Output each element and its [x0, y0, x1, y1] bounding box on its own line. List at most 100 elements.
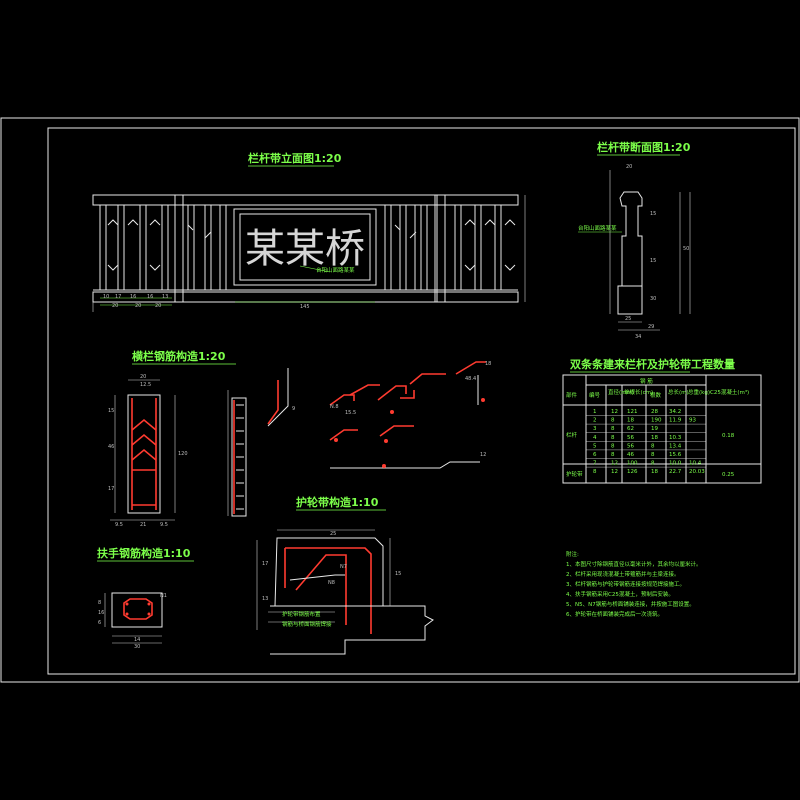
table-cell: 11.9 [669, 418, 682, 424]
plaque-label: 台阳山面路某某 [316, 266, 355, 274]
note-line-3: 3、栏杆钢筋与护轮带钢筋连接按规范焊接施工。 [566, 580, 685, 588]
table-cell: 18 [651, 469, 658, 475]
table-cell: 12 [611, 461, 618, 467]
svg-text:46: 46 [108, 444, 114, 450]
table-cell: 126 [627, 469, 638, 475]
table-header-group: 钢 筋 [640, 377, 653, 385]
table-cell: 8 [651, 461, 655, 467]
table-cell: 7 [593, 461, 597, 467]
notes-block: 附注: 1、本图尺寸除钢筋直径以毫米计外，其余均以厘米计。 2、栏杆采用现浇混凝… [566, 550, 702, 618]
svg-text:15: 15 [395, 571, 401, 577]
svg-text:N.8: N.8 [330, 404, 339, 410]
svg-text:护轮带钢筋布置: 护轮带钢筋布置 [282, 610, 321, 618]
table-cell: 8 [611, 426, 615, 432]
elev-dim-6: 20 [112, 303, 118, 309]
table-cell: 56 [627, 435, 634, 441]
svg-text:钢筋与桥面钢筋焊接: 钢筋与桥面钢筋焊接 [282, 620, 332, 628]
svg-text:15: 15 [108, 408, 114, 414]
table-cell: 8 [611, 443, 615, 449]
table-cell: 8 [651, 452, 655, 458]
table-cell: 56 [627, 443, 634, 449]
bridge-name-text: 某某桥 [245, 226, 365, 272]
elev-dim-2: 17 [115, 294, 121, 300]
handrail-rebar-title: 扶手钢筋构造1:10 [97, 546, 191, 560]
table-cell: 10.4 [689, 461, 702, 467]
note-line-5: 5、N5、N7钢筋与桥面铺装连接，并按施工图设置。 [566, 600, 695, 608]
sec-dim-1: 20 [626, 164, 632, 170]
baluster-rebar-title: 横栏钢筋构造1:20 [132, 349, 226, 363]
table-cell: 10.0 [669, 461, 682, 467]
table-cell: 1 [593, 409, 597, 415]
svg-text:12.5: 12.5 [140, 382, 151, 388]
svg-text:9.5: 9.5 [160, 522, 168, 528]
table-cell: 13.4 [669, 443, 682, 449]
svg-text:15.5: 15.5 [345, 410, 356, 416]
table-cell: 46 [627, 452, 634, 458]
table-col-total: 总长(m) [668, 388, 689, 396]
sec-dim-4: 15 [650, 258, 656, 264]
table-cell: 6 [593, 452, 597, 458]
table-group-b: 护轮带 [566, 470, 583, 478]
elevation-title: 栏杆带立面图1:20 [248, 151, 342, 165]
svg-text:25: 25 [330, 531, 336, 537]
table-concrete-b: 0.25 [722, 472, 735, 478]
sheet-inner-border [47, 127, 796, 675]
table-cell: 100 [627, 461, 638, 467]
table-cell: 19 [651, 426, 658, 432]
sec-dim-2: 50 [683, 246, 689, 252]
svg-text:18: 18 [485, 361, 491, 367]
table-cell: 18 [627, 418, 634, 424]
table-col-len: 单根长(cm) [624, 388, 653, 396]
table-cell: 8 [611, 418, 615, 424]
table-cell: 15.6 [669, 452, 682, 458]
table-col-no: 编号 [589, 391, 601, 399]
table-cell: 190 [651, 418, 662, 424]
elev-dim-3: 16 [130, 294, 136, 300]
table-cell: 8 [651, 443, 655, 449]
table-cell: 93 [689, 418, 696, 424]
svg-text:N8: N8 [328, 580, 335, 586]
svg-text:120: 120 [178, 451, 188, 457]
elev-dim-total: 145 [300, 304, 310, 310]
svg-text:17: 17 [108, 486, 114, 492]
svg-text:20: 20 [140, 374, 146, 380]
sheet-outer-border [0, 117, 800, 683]
table-cell: 4 [593, 435, 597, 441]
table-cell: 8 [593, 469, 597, 475]
svg-text:12: 12 [480, 452, 486, 458]
sec-dim-3: 15 [650, 211, 656, 217]
table-col-dia: 直径(mm) [608, 388, 634, 396]
table-cell: 62 [627, 426, 634, 432]
svg-text:N7: N7 [340, 564, 347, 570]
svg-text:21: 21 [140, 522, 146, 528]
table-cell: 12 [611, 469, 618, 475]
table-cell: 5 [593, 443, 597, 449]
table-col-count: 根数 [650, 391, 662, 399]
table-cell: 34.2 [669, 409, 681, 415]
elevation-view: 某某桥 台阳山面路某某 10 17 16 16 13 20 20 20 145 [92, 194, 526, 312]
sec-dim-5: 30 [650, 296, 656, 302]
svg-text:N1: N1 [160, 593, 167, 599]
note-line-6: 6、护轮带在桥面铺装完成后一次浇筑。 [566, 610, 663, 618]
sec-dim-6: 25 [625, 316, 631, 322]
curb-detail-title: 护轮带构造1:10 [296, 495, 379, 509]
table-col-concrete: C25混凝土(m³) [710, 388, 749, 396]
svg-text:17: 17 [262, 561, 268, 567]
svg-text:13: 13 [262, 596, 268, 602]
elev-dim-8: 20 [155, 303, 161, 309]
notes-heading: 附注: [566, 550, 579, 558]
quantity-table: 钢 筋 部件 编号 直径(mm) 单根长(cm) 根数 总长(m) 总重(kg)… [562, 374, 762, 484]
svg-text:16: 16 [98, 610, 104, 616]
elev-dim-4: 16 [147, 294, 153, 300]
table-cell: 18 [651, 435, 658, 441]
svg-text:6: 6 [98, 620, 101, 626]
svg-text:8: 8 [98, 600, 101, 606]
note-line-2: 2、栏杆采用现浇混凝土带箍筋并与主梁连接。 [566, 570, 680, 578]
svg-text:14: 14 [134, 637, 140, 643]
table-cell: 8 [611, 452, 615, 458]
elev-dim-1: 10 [103, 294, 109, 300]
sec-dim-7: 29 [648, 324, 654, 330]
table-cell: 12 [611, 409, 618, 415]
